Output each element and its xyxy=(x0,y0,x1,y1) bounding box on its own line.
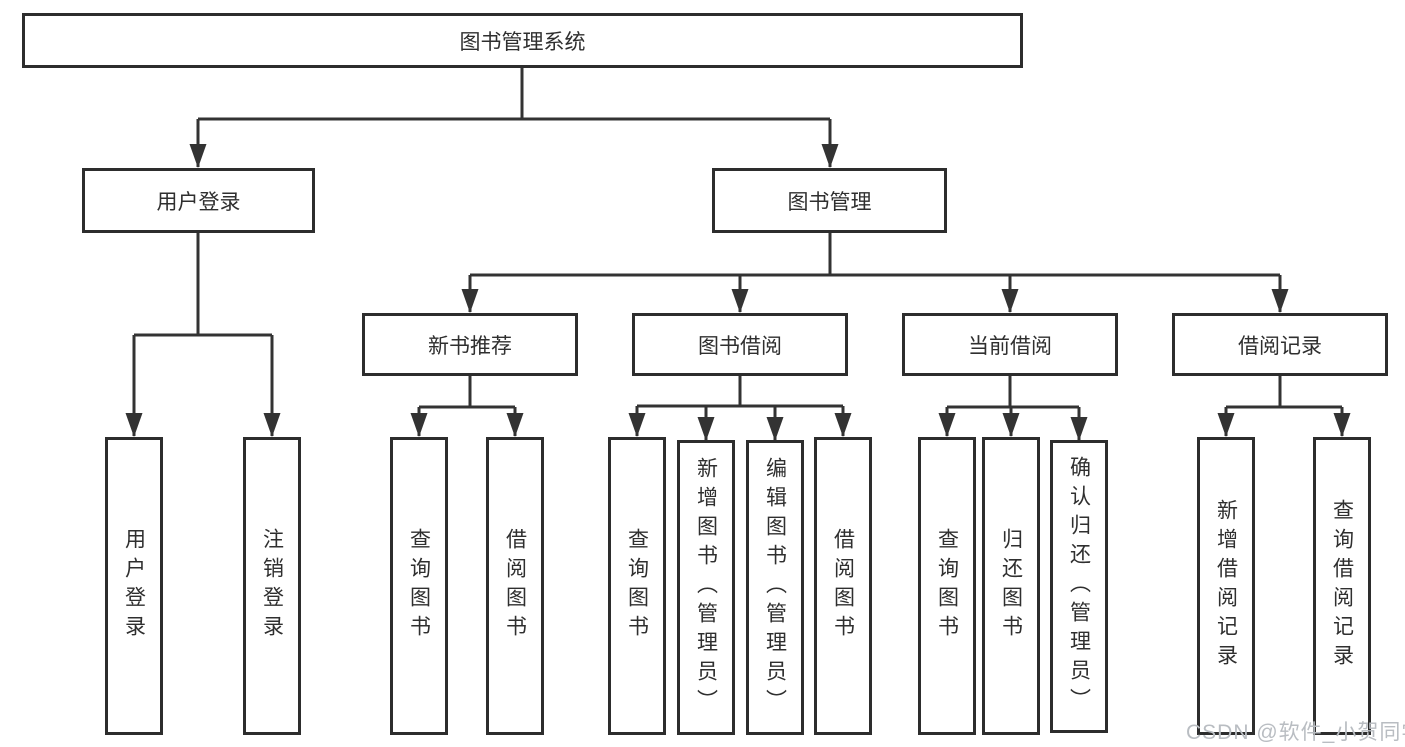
leaf-confirm-return-admin: 确认归还（管理员） xyxy=(1050,440,1108,733)
leaf-label: 新增借阅记录 xyxy=(1214,499,1238,673)
leaf-label: 借阅图书 xyxy=(503,528,527,644)
leaf-label: 查询借阅记录 xyxy=(1330,499,1354,673)
node-book-management: 图书管理 xyxy=(712,168,947,233)
leaf-return-books: 归还图书 xyxy=(982,437,1040,735)
leaf-query-books-borrow: 查询图书 xyxy=(608,437,666,735)
leaf-query-borrow-record: 查询借阅记录 xyxy=(1313,437,1371,735)
leaf-label: 确认归还（管理员） xyxy=(1067,456,1091,717)
leaf-label: 用户登录 xyxy=(122,528,146,644)
leaf-add-borrow-record: 新增借阅记录 xyxy=(1197,437,1255,735)
leaf-label: 查询图书 xyxy=(625,528,649,644)
node-label: 图书借阅 xyxy=(698,334,782,358)
node-label: 借阅记录 xyxy=(1238,334,1322,358)
node-user-login: 用户登录 xyxy=(82,168,315,233)
node-label: 新书推荐 xyxy=(428,334,512,358)
leaf-query-books-newbook: 查询图书 xyxy=(390,437,448,735)
node-label: 当前借阅 xyxy=(968,334,1052,358)
leaf-query-books-current: 查询图书 xyxy=(918,437,976,735)
node-book-borrowing: 图书借阅 xyxy=(632,313,848,376)
node-borrowing-records: 借阅记录 xyxy=(1172,313,1388,376)
leaf-label: 编辑图书（管理员） xyxy=(763,457,787,718)
leaf-label: 查询图书 xyxy=(407,528,431,644)
node-library-system: 图书管理系统 xyxy=(22,13,1023,68)
leaf-user-login: 用户登录 xyxy=(105,437,163,735)
leaf-edit-books-admin: 编辑图书（管理员） xyxy=(746,440,804,735)
node-label: 用户登录 xyxy=(156,190,241,214)
leaf-label: 归还图书 xyxy=(999,528,1023,644)
leaf-logout: 注销登录 xyxy=(243,437,301,735)
node-label: 图书管理系统 xyxy=(459,30,586,54)
leaf-borrow-books-borrow: 借阅图书 xyxy=(814,437,872,735)
leaf-label: 注销登录 xyxy=(260,528,284,644)
leaf-add-books-admin: 新增图书（管理员） xyxy=(677,440,735,735)
leaf-label: 借阅图书 xyxy=(831,528,855,644)
leaf-label: 新增图书（管理员） xyxy=(694,457,718,718)
node-label: 图书管理 xyxy=(787,190,872,214)
leaf-label: 查询图书 xyxy=(935,528,959,644)
node-current-borrowing: 当前借阅 xyxy=(902,313,1118,376)
csdn-watermark: CSDN @软件_小贺同学 xyxy=(1186,721,1405,744)
leaf-borrow-books-newbook: 借阅图书 xyxy=(486,437,544,735)
node-new-book-recommendation: 新书推荐 xyxy=(362,313,578,376)
